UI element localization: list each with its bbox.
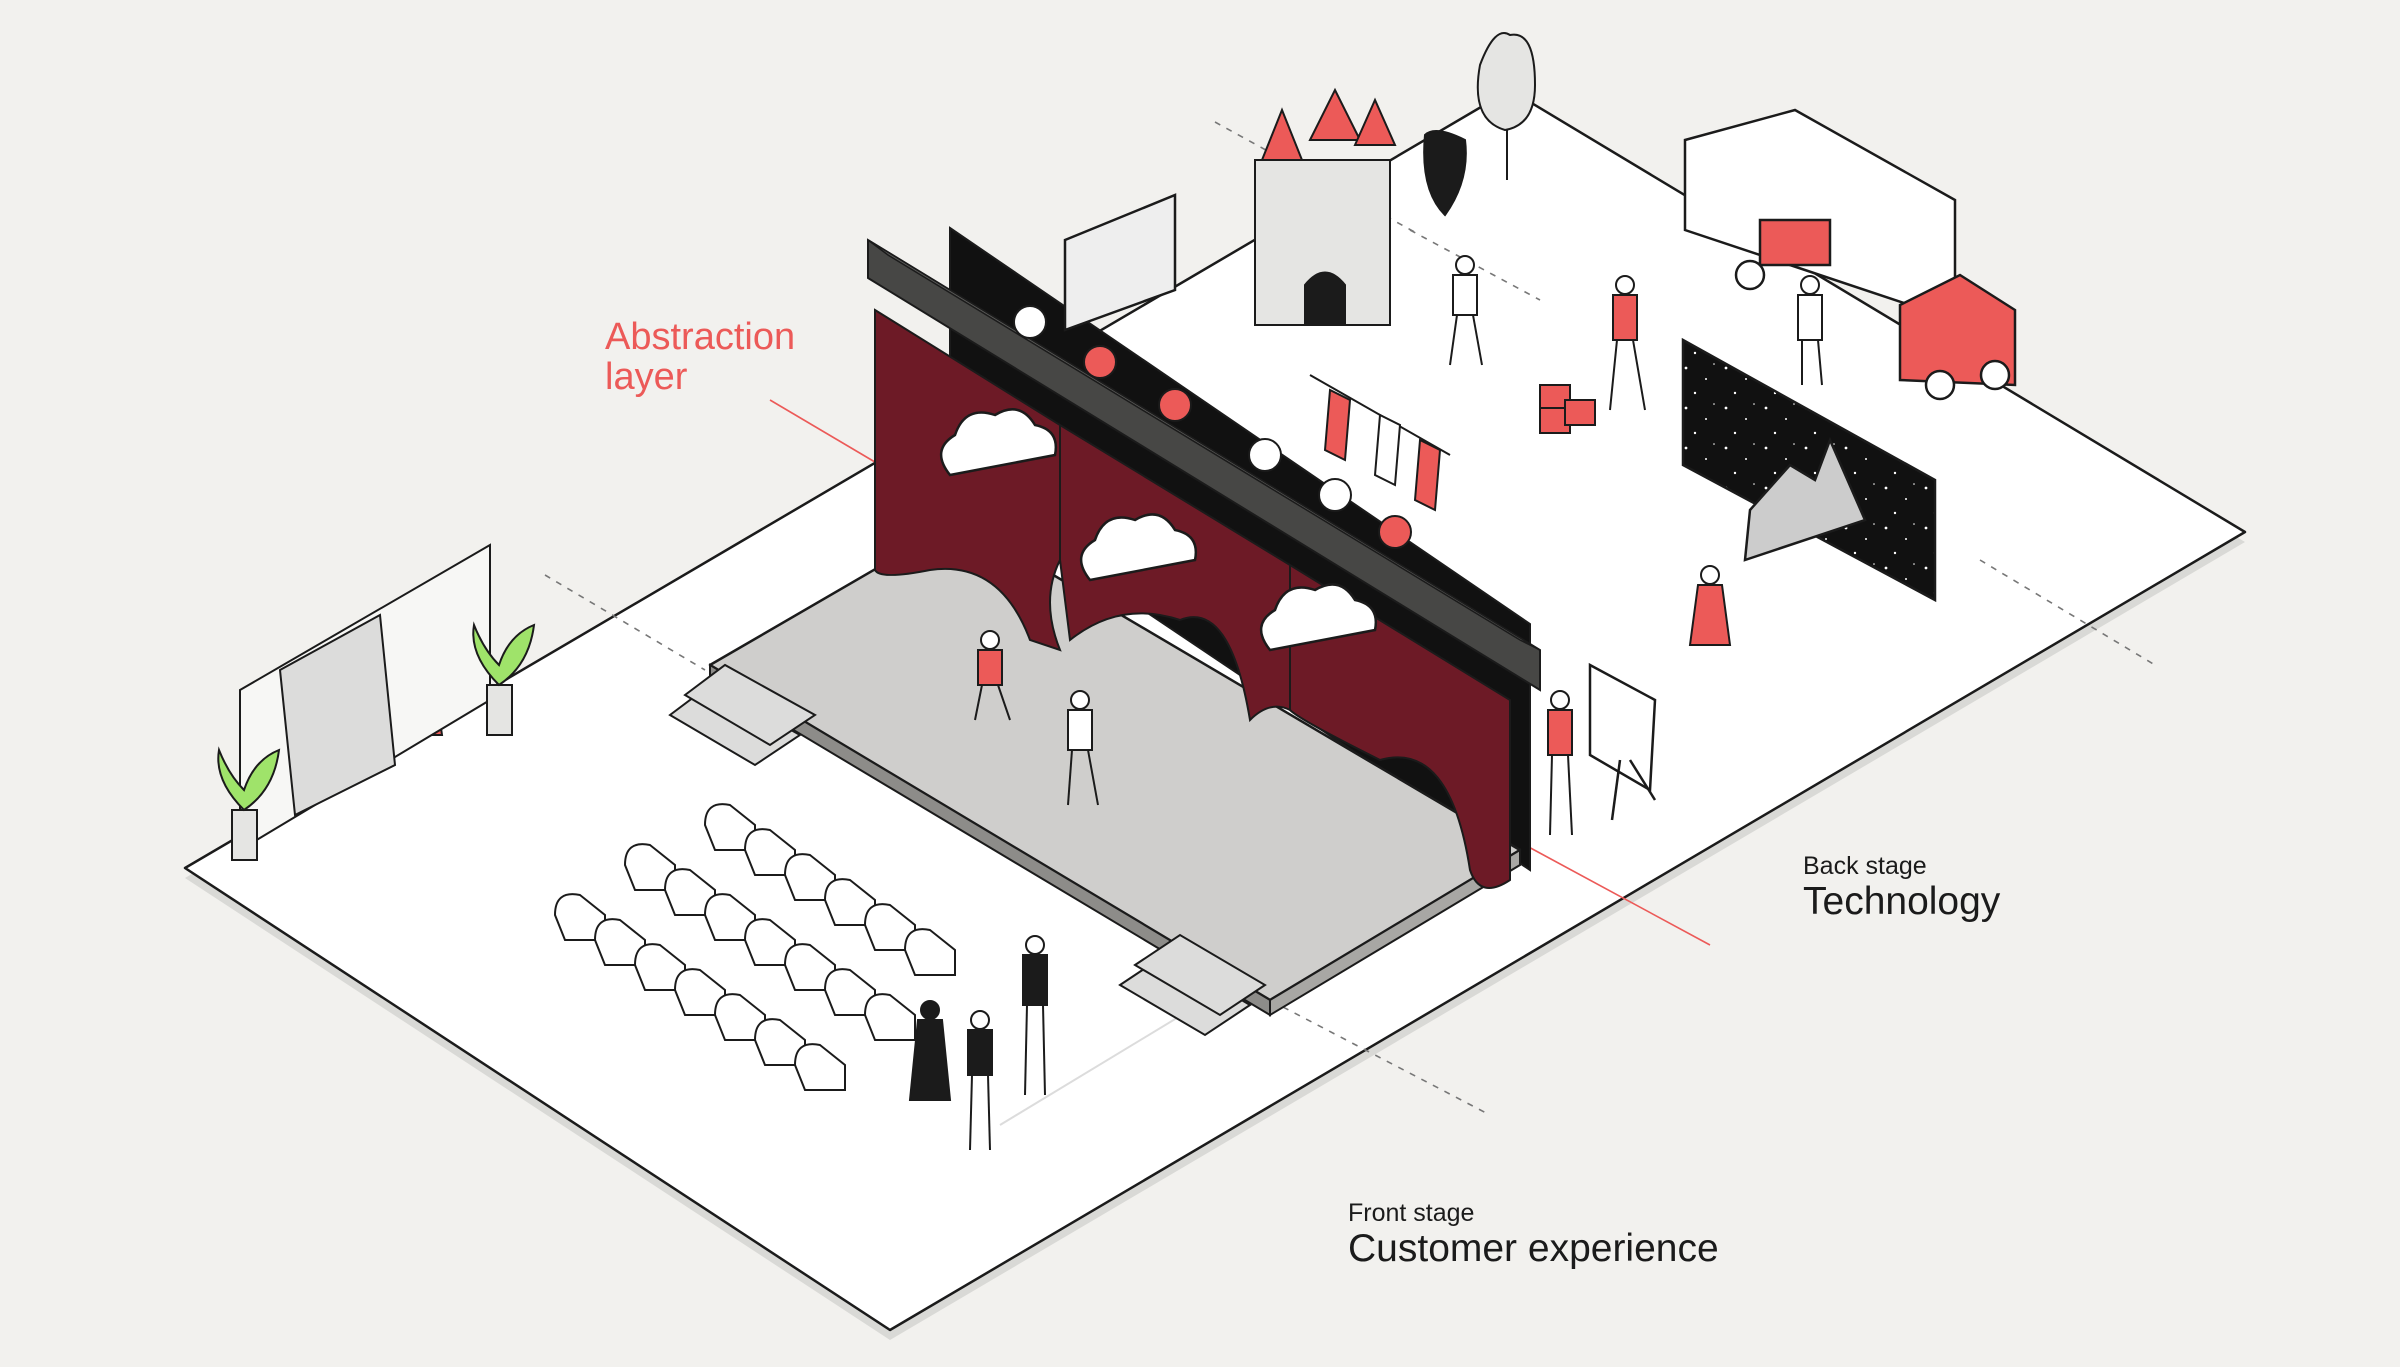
cloud-prop	[940, 408, 1378, 652]
box-stack	[1539, 384, 1596, 434]
abstraction-label-line2: layer	[605, 355, 688, 398]
frontstage-title: Customer experience	[1348, 1226, 1719, 1270]
frontstage-subtitle: Front stage	[1348, 1199, 1475, 1227]
abstraction-label-line1: Abstraction	[605, 316, 796, 358]
backstage-label: Back stage Technology	[1803, 852, 2001, 923]
stage-stairs	[668, 663, 1267, 1037]
chair-icon	[553, 803, 956, 1091]
abstraction-layer-label: Abstraction layer	[605, 316, 796, 398]
mask-icon	[1423, 130, 1467, 217]
backstage-title: Technology	[1803, 879, 2001, 923]
abstraction-leader-line	[769, 399, 1711, 946]
castle-icon	[1254, 87, 1397, 326]
starry-backdrop	[1681, 337, 1937, 603]
plant-icon	[217, 621, 536, 861]
person-icon	[396, 255, 1823, 1151]
truck-icon	[1683, 108, 2017, 401]
mirror-prop	[1063, 193, 1177, 332]
frontstage-label: Front stage Customer experience	[1348, 1199, 1719, 1270]
lighting-truss	[867, 238, 1541, 692]
whiteboard-easel	[1588, 662, 1657, 821]
spotlight-icon	[1013, 305, 1412, 549]
tree-prop	[1476, 32, 1537, 180]
clothes-rack	[1309, 374, 1451, 512]
stage-platform	[708, 518, 1522, 1017]
stage-curtains	[874, 308, 1511, 889]
backstage-subtitle: Back stage	[1803, 852, 1927, 880]
